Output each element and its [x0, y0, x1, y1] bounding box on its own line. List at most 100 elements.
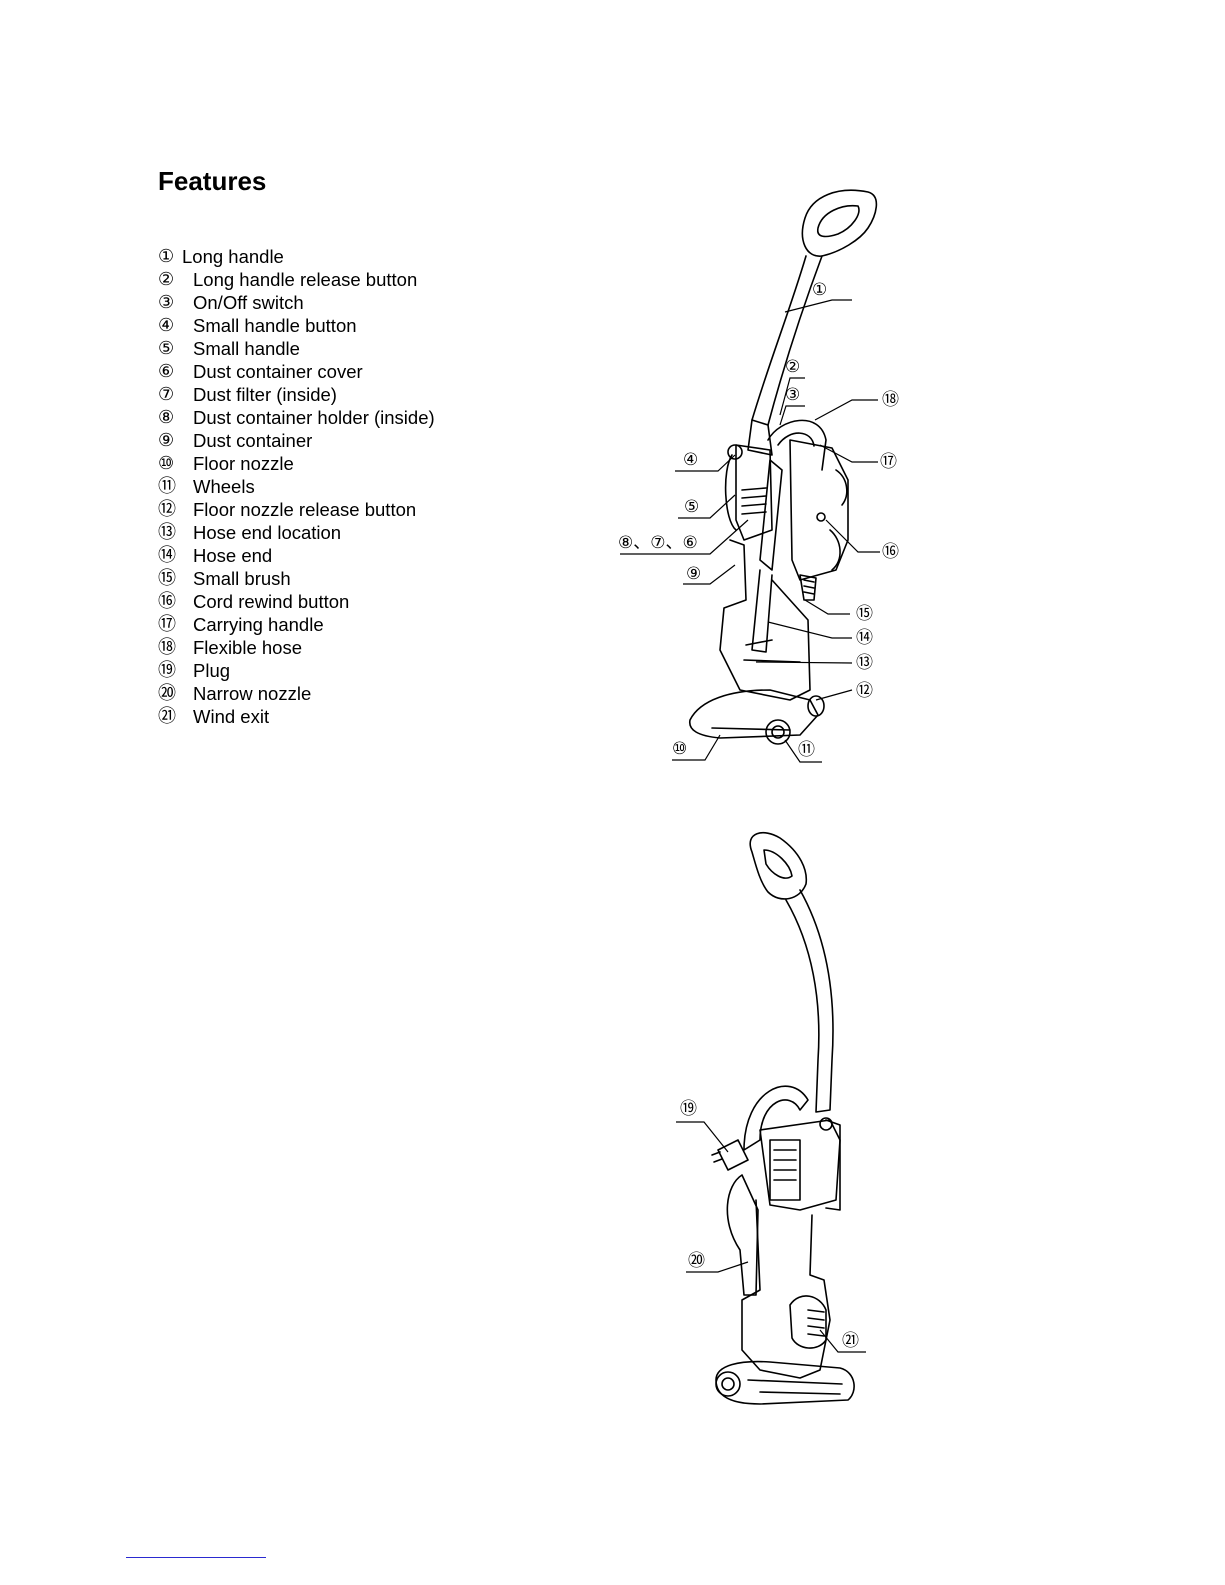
feature-label: Plug [193, 660, 231, 681]
feature-item: ⑰ Carrying handle [158, 613, 435, 636]
feature-label: Dust container holder (inside) [193, 407, 435, 428]
feature-number: ⑪ [158, 476, 176, 496]
callout-9: ⑨ [686, 564, 701, 584]
feature-number: ⑳ [158, 683, 176, 703]
feature-number: ⑯ [158, 591, 176, 611]
feature-label: Wind exit [193, 706, 270, 727]
feature-item: ⑩ Floor nozzle [158, 452, 435, 475]
page-title: Features [158, 166, 267, 196]
callout-8-7-6: ⑧、⑦、⑥ [618, 533, 698, 553]
callout-5: ⑤ [684, 497, 699, 517]
feature-label: Floor nozzle [193, 453, 294, 474]
callout-20: ⑳ [688, 1251, 705, 1271]
feature-label: Floor nozzle release button [193, 499, 417, 520]
footer-rule [126, 1557, 266, 1558]
callout-1: ① [812, 280, 827, 300]
feature-number: ⑫ [158, 499, 176, 519]
handle-grip-hole [763, 849, 793, 879]
callout-19: ⑲ [680, 1099, 697, 1119]
feature-item: ⑯ Cord rewind button [158, 590, 435, 613]
feature-number: ㉑ [158, 706, 176, 726]
feature-item: ⑧ Dust container holder (inside) [158, 406, 435, 429]
handle-grip-outline [801, 189, 878, 257]
feature-label: Dust filter (inside) [193, 384, 337, 405]
feature-label: Long handle release button [193, 269, 418, 290]
feature-item: ⑤ Small handle [158, 337, 435, 360]
feature-number: ⑰ [158, 614, 176, 634]
feature-label: Carrying handle [193, 614, 324, 635]
feature-number: ⑩ [158, 453, 175, 473]
callout-3: ③ [785, 385, 800, 405]
feature-label: Small handle [193, 338, 300, 359]
flexible-hose [767, 419, 827, 471]
feature-item: ⑭ Hose end [158, 544, 435, 567]
wheel [765, 719, 791, 745]
floor-nozzle [715, 1360, 855, 1405]
narrow-nozzle [726, 1174, 759, 1296]
dust-container [735, 444, 773, 541]
feature-item: ⑬ Hose end location [158, 521, 435, 544]
handle-grip-outline [749, 831, 808, 900]
feature-label: Dust container cover [193, 361, 363, 382]
feature-item: ⑱ Flexible hose [158, 636, 435, 659]
callout-10: ⑩ [672, 739, 687, 759]
callout-12: ⑫ [856, 681, 873, 701]
callout-11: ⑪ [798, 740, 815, 760]
feature-label: Small handle button [193, 315, 357, 336]
callout-14: ⑭ [856, 628, 873, 648]
feature-number: ⑦ [158, 384, 175, 404]
feature-item: ㉑ Wind exit [158, 705, 435, 728]
plug [717, 1139, 749, 1171]
callout-4: ④ [683, 450, 698, 470]
feature-number: ⑥ [158, 361, 175, 381]
feature-label: On/Off switch [193, 292, 304, 313]
feature-label: Small brush [193, 568, 291, 589]
feature-number: ④ [158, 315, 175, 335]
feature-label: Flexible hose [193, 637, 303, 658]
feature-item: ⑮ Small brush [158, 567, 435, 590]
feature-item: ① Long handle [158, 245, 435, 268]
long-handle-tube [785, 889, 834, 1113]
feature-label: Long handle [182, 246, 284, 267]
lower-body [719, 539, 811, 701]
flexible-hose [743, 1085, 809, 1151]
feature-number: ⑭ [158, 545, 176, 565]
feature-item: ⑳ Narrow nozzle [158, 682, 435, 705]
feature-label: Cord rewind button [193, 591, 350, 612]
feature-number: ⑤ [158, 338, 175, 358]
feature-item: ⑥ Dust container cover [158, 360, 435, 383]
feature-label: Wheels [193, 476, 255, 497]
feature-number: ② [158, 269, 175, 289]
feature-item: ② Long handle release button [158, 268, 435, 291]
long-handle-tube [751, 255, 823, 426]
feature-item: ④ Small handle button [158, 314, 435, 337]
feature-item: ⑫ Floor nozzle release button [158, 498, 435, 521]
wheel [715, 1371, 741, 1397]
callout-15: ⑮ [856, 604, 873, 624]
callout-18: ⑱ [882, 390, 899, 410]
feature-label: Hose end [193, 545, 273, 566]
feature-number: ⑱ [158, 637, 176, 657]
wind-exit [789, 1295, 827, 1349]
callout-2: ② [785, 357, 800, 377]
callout-13: ⑬ [856, 653, 873, 673]
feature-number: ⑬ [158, 522, 176, 542]
handle-grip-hole [816, 204, 860, 238]
feature-number: ⑮ [158, 568, 176, 588]
callout-16: ⑯ [882, 542, 899, 562]
feature-label: Dust container [193, 430, 313, 451]
feature-label: Narrow nozzle [193, 683, 312, 704]
callout-21: ㉑ [842, 1331, 859, 1351]
feature-label: Hose end location [193, 522, 342, 543]
feature-item: ⑪ Wheels [158, 475, 435, 498]
vacuum-front-diagram: ① ② ③ ⑱ ④ ⑰ ⑤ ⑧、⑦、⑥ ⑯ ⑨ ⑮ ⑭ ⑬ ⑫ ⑩ ⑪ [618, 189, 899, 763]
feature-number: ⑲ [158, 660, 176, 680]
feature-number: ⑧ [158, 407, 175, 427]
feature-number: ① [158, 246, 175, 266]
callout-17: ⑰ [880, 452, 897, 472]
feature-item: ⑦ Dust filter (inside) [158, 383, 435, 406]
feature-item: ⑲ Plug [158, 659, 435, 682]
